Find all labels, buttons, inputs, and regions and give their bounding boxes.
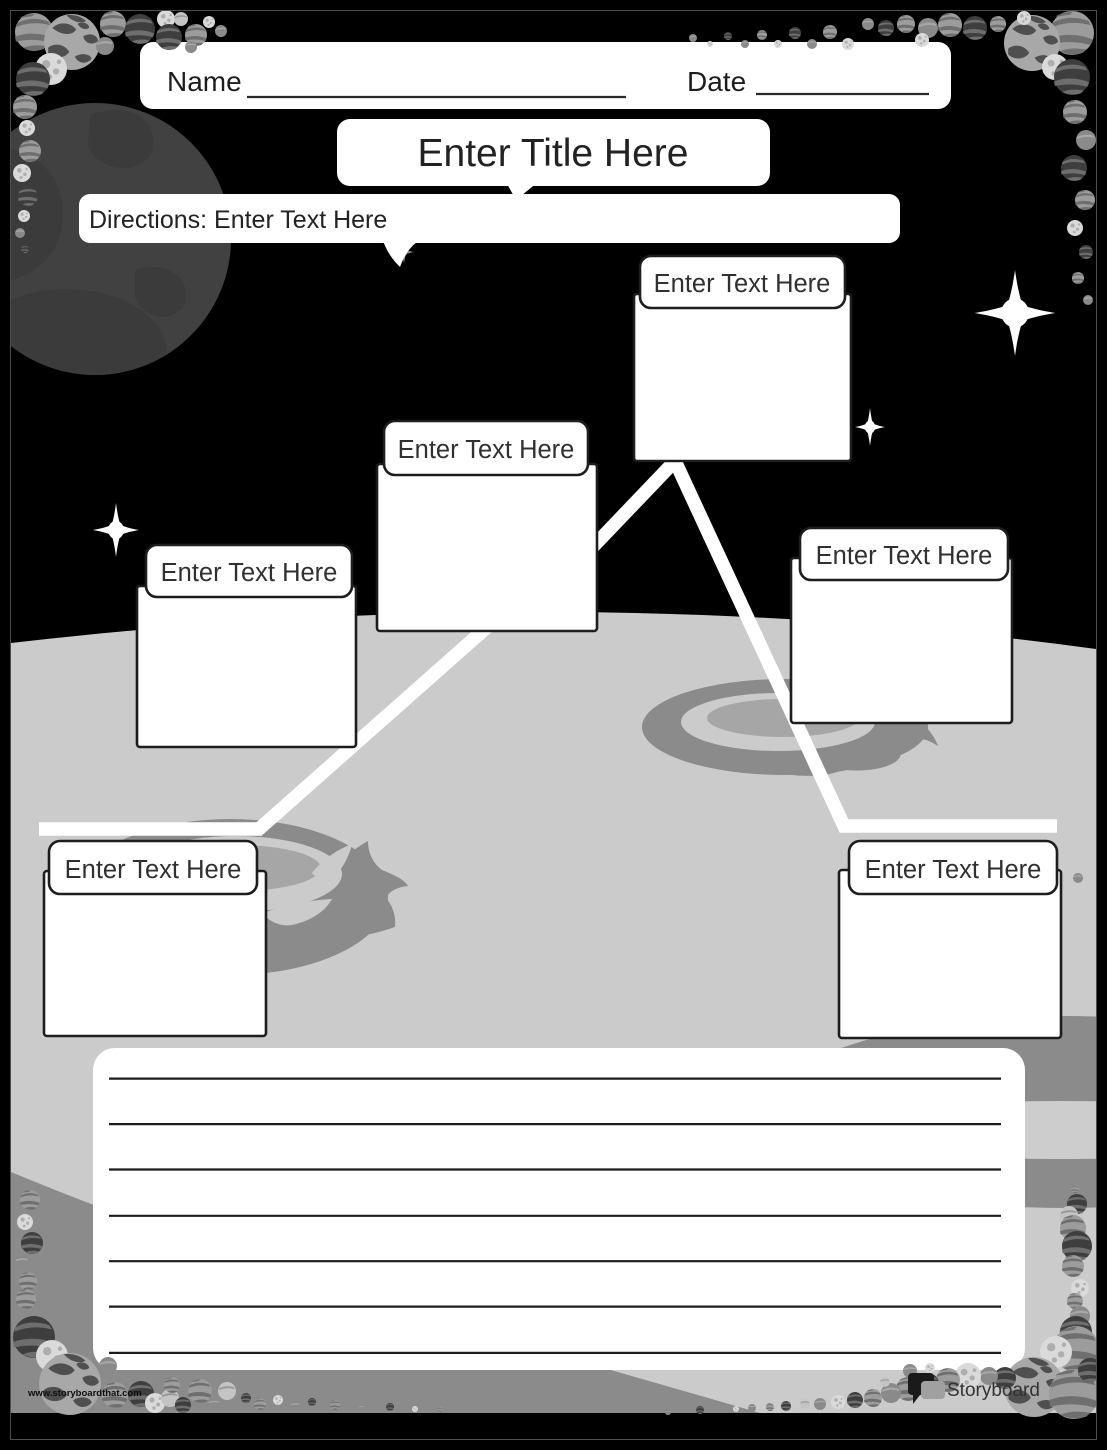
svg-text:Directions: Enter Text Here: Directions: Enter Text Here <box>89 206 387 234</box>
svg-text:Enter Text Here: Enter Text Here <box>65 856 242 884</box>
svg-text:Enter Text Here: Enter Text Here <box>654 270 831 298</box>
svg-text:Enter Text Here: Enter Text Here <box>865 856 1042 884</box>
svg-text:www.storyboardthat.com: www.storyboardthat.com <box>27 1388 142 1399</box>
svg-text:Storyboard: Storyboard <box>947 1380 1040 1401</box>
svg-text:Enter Text Here: Enter Text Here <box>816 542 993 570</box>
svg-text:Date: Date <box>687 66 746 97</box>
svg-text:Name: Name <box>167 66 242 97</box>
svg-text:Enter Text Here: Enter Text Here <box>398 436 575 464</box>
svg-text:Enter Title Here: Enter Title Here <box>418 132 689 175</box>
svg-text:Enter Text Here: Enter Text Here <box>161 559 338 587</box>
